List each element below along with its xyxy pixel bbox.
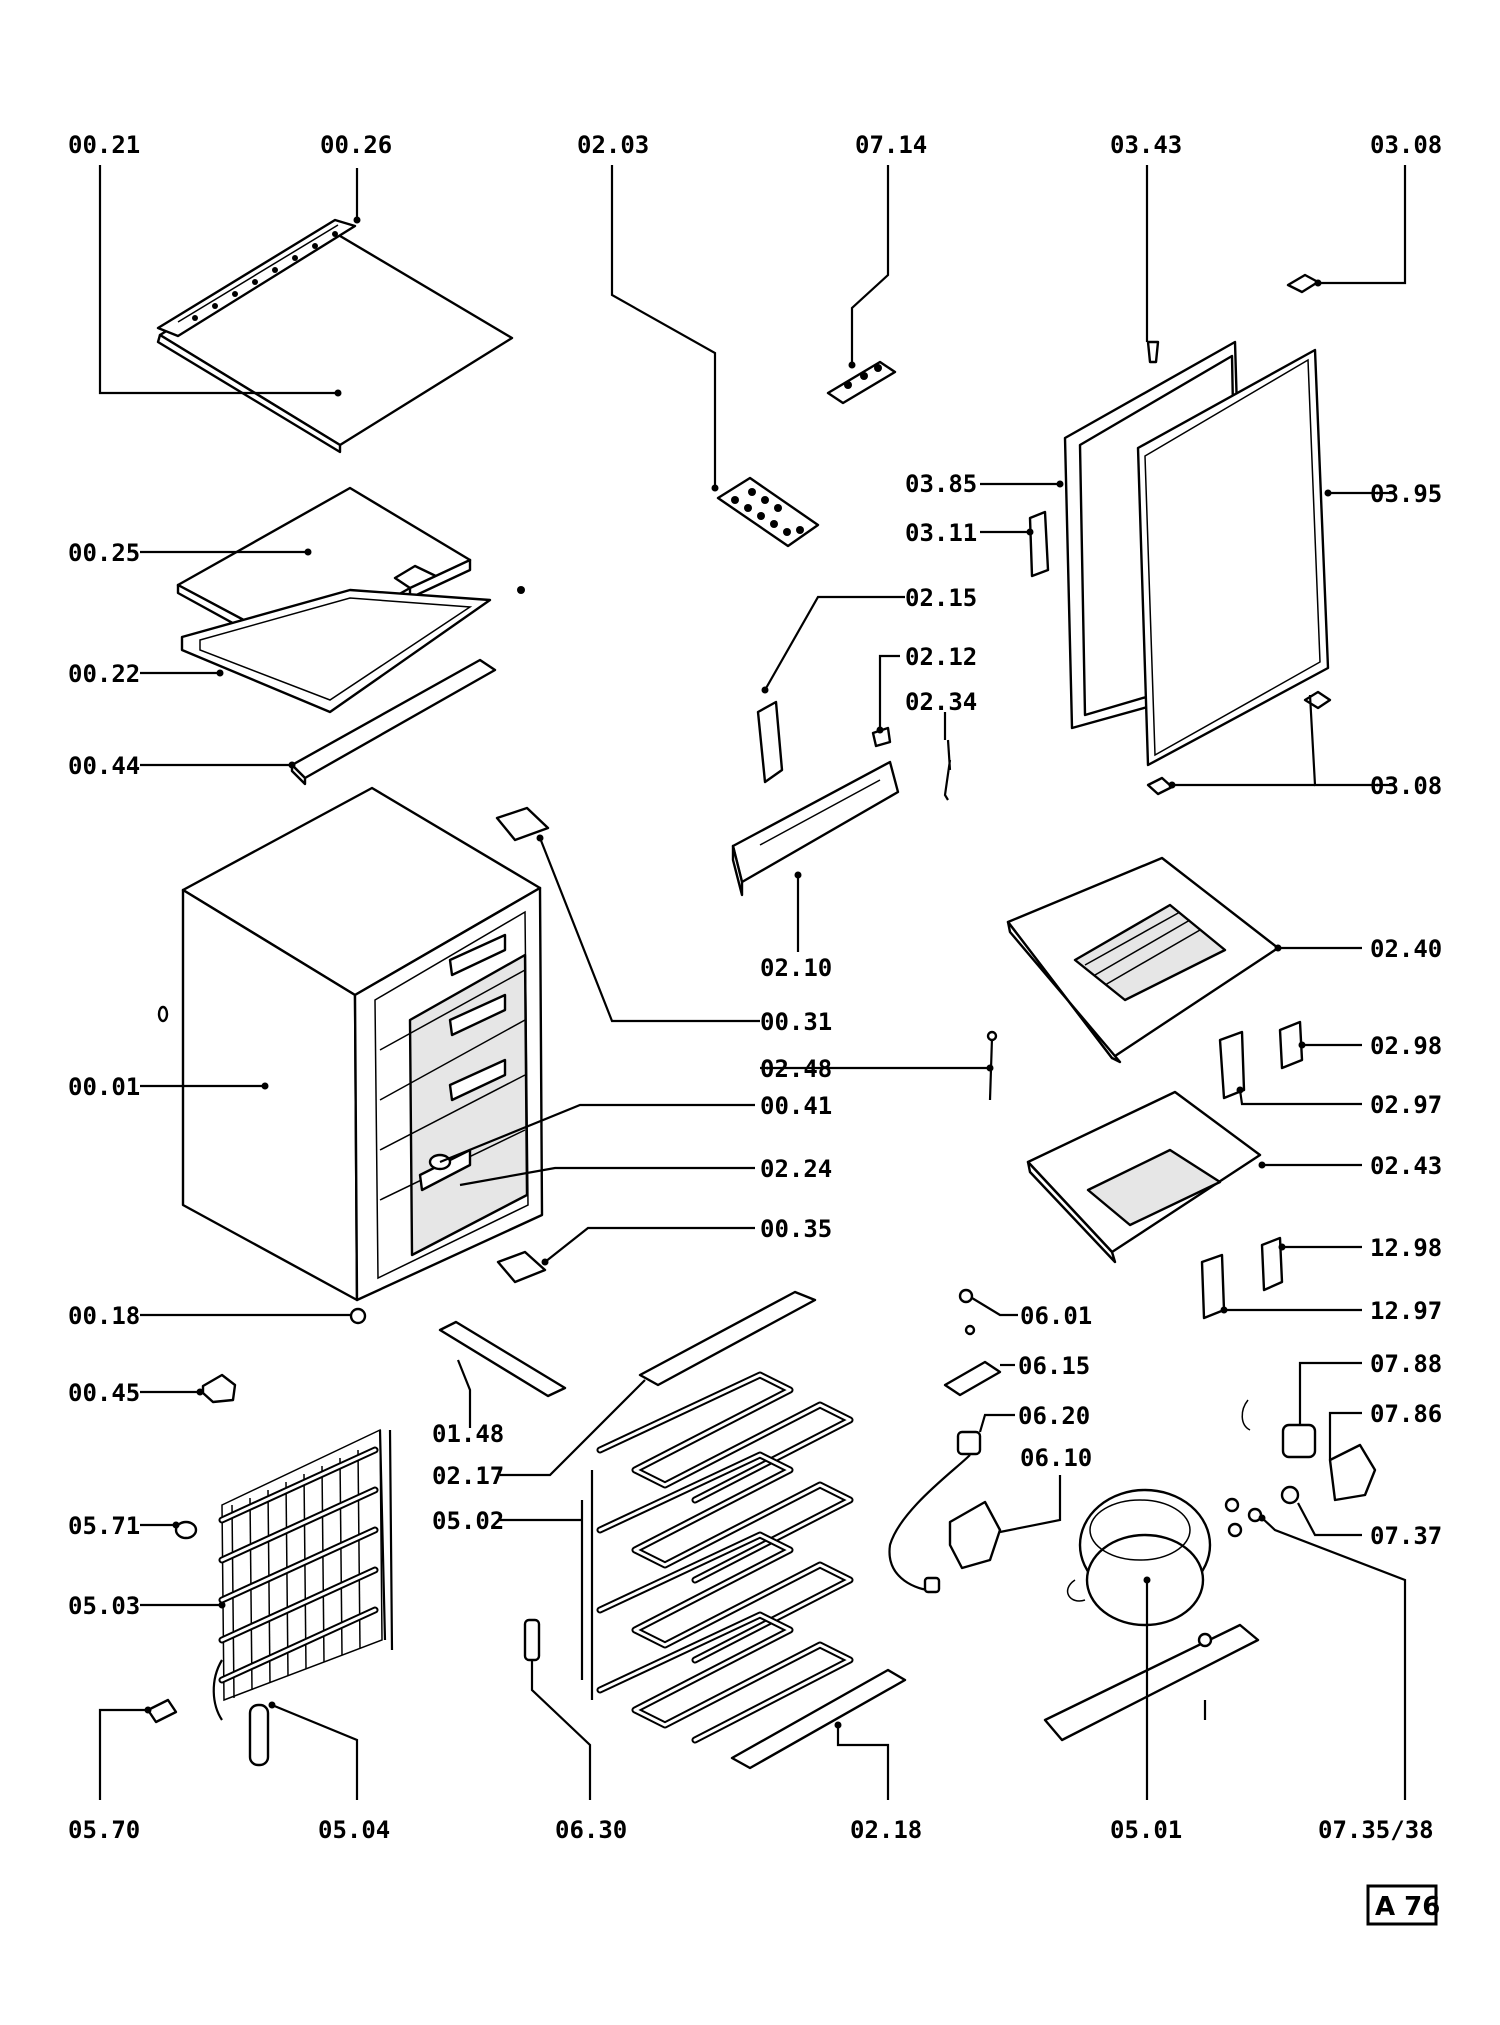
callout-03-43: 03.43 bbox=[1110, 131, 1182, 159]
door-screw bbox=[1146, 340, 1160, 364]
thermostat bbox=[888, 1430, 982, 1594]
condenser-clip bbox=[174, 1520, 198, 1540]
freezer-hinge bbox=[756, 700, 784, 784]
drain-clip bbox=[146, 1698, 178, 1724]
thermostat-bracket bbox=[943, 1360, 1002, 1397]
callout-02-40: 02.40 bbox=[1370, 935, 1442, 963]
callout-00-26: 00.26 bbox=[320, 131, 392, 159]
callout-02-97: 02.97 bbox=[1370, 1091, 1442, 1119]
door-hinge-top bbox=[1286, 273, 1320, 294]
callout-03-95: 03.95 bbox=[1370, 480, 1442, 508]
callout-03-11: 03.11 bbox=[905, 519, 977, 547]
callout-05-03: 05.03 bbox=[68, 1592, 140, 1620]
door-hinge-bottom bbox=[1303, 690, 1332, 710]
callout-02-24: 02.24 bbox=[760, 1155, 832, 1183]
callout-02-10: 02.10 bbox=[760, 954, 832, 982]
callout-06-20: 06.20 bbox=[1018, 1402, 1090, 1430]
compressor bbox=[1043, 1488, 1260, 1742]
drawer-clip-b bbox=[1218, 1030, 1246, 1100]
freezer-frame bbox=[180, 588, 492, 714]
freezer-pin bbox=[943, 739, 952, 801]
callout-03-08-bottom: 03.08 bbox=[1370, 772, 1442, 800]
callout-00-21: 00.21 bbox=[68, 131, 140, 159]
grommet-small bbox=[1280, 1485, 1300, 1505]
freezer-flap bbox=[731, 760, 900, 897]
door-panel bbox=[1136, 348, 1330, 767]
callout-00-31: 00.31 bbox=[760, 1008, 832, 1036]
callout-07-88: 07.88 bbox=[1370, 1350, 1442, 1378]
callout-00-45: 00.45 bbox=[68, 1379, 140, 1407]
callout-05-04: 05.04 bbox=[318, 1816, 390, 1844]
relay bbox=[1241, 1399, 1317, 1459]
condenser-grid bbox=[218, 1428, 394, 1702]
callout-12-98: 12.98 bbox=[1370, 1234, 1442, 1262]
callout-05-70: 05.70 bbox=[68, 1816, 140, 1844]
front-strip bbox=[290, 658, 497, 786]
callout-02-43: 02.43 bbox=[1370, 1152, 1442, 1180]
callout-00-18: 00.18 bbox=[68, 1302, 140, 1330]
mounting-grommets bbox=[1224, 1497, 1263, 1538]
drawer-clip-a bbox=[1278, 1020, 1304, 1070]
drawing-reference-badge: A 76 bbox=[1366, 1884, 1440, 1926]
filter-drier bbox=[212, 1659, 270, 1767]
shelf-rail-upper bbox=[638, 1290, 817, 1387]
callout-01-48: 01.48 bbox=[432, 1420, 504, 1448]
leader-lines bbox=[98, 165, 1407, 1800]
callout-02-15: 02.15 bbox=[905, 584, 977, 612]
door-handle bbox=[1028, 510, 1050, 578]
callout-02-48: 02.48 bbox=[760, 1055, 832, 1083]
callout-00-25: 00.25 bbox=[68, 539, 140, 567]
callout-00-44: 00.44 bbox=[68, 752, 140, 780]
callout-05-02: 05.02 bbox=[432, 1507, 504, 1535]
callout-06-30: 06.30 bbox=[555, 1816, 627, 1844]
adjustable-foot bbox=[201, 1373, 237, 1404]
relay-housing bbox=[948, 1500, 1002, 1570]
callout-05-01: 05.01 bbox=[1110, 1816, 1182, 1844]
crisper-drawer-upper bbox=[1006, 856, 1280, 1064]
leader-endpoints bbox=[144, 216, 1332, 1729]
grommet bbox=[958, 1288, 974, 1304]
shelf-rail-lower bbox=[730, 1668, 907, 1770]
hinge-bracket-bottom bbox=[496, 1250, 547, 1284]
top-cover-plate bbox=[156, 218, 514, 454]
thermostat-knob-plate bbox=[826, 360, 897, 405]
callout-05-71: 05.71 bbox=[68, 1512, 140, 1540]
start-device-cover bbox=[523, 1618, 541, 1662]
drawer-clip-c bbox=[1260, 1236, 1284, 1292]
callout-07-14: 07.14 bbox=[855, 131, 927, 159]
callout-labels: 00.21 00.26 02.03 07.14 03.43 03.08 03.8… bbox=[68, 131, 1442, 1844]
drawer-clip-d bbox=[1200, 1253, 1226, 1320]
callout-02-98: 02.98 bbox=[1370, 1032, 1442, 1060]
evaporator-coil bbox=[580, 1371, 854, 1744]
callout-02-17: 02.17 bbox=[432, 1462, 504, 1490]
callout-07-37: 07.37 bbox=[1370, 1522, 1442, 1550]
callout-03-08-top: 03.08 bbox=[1370, 131, 1442, 159]
door-hinge-bottom-2 bbox=[1146, 776, 1174, 796]
callout-00-35: 00.35 bbox=[760, 1215, 832, 1243]
callout-06-10: 06.10 bbox=[1020, 1444, 1092, 1472]
callout-02-34: 02.34 bbox=[905, 688, 977, 716]
callout-02-03: 02.03 bbox=[577, 131, 649, 159]
callout-03-85: 03.85 bbox=[905, 470, 977, 498]
callout-02-12: 02.12 bbox=[905, 643, 977, 671]
refrigerator-cabinet bbox=[181, 786, 544, 1302]
callout-00-01: 00.01 bbox=[68, 1073, 140, 1101]
hinge-bracket-top bbox=[495, 806, 550, 842]
crisper-drawer-lower bbox=[1026, 1090, 1262, 1264]
ice-cube-tray bbox=[716, 476, 820, 548]
callout-00-22: 00.22 bbox=[68, 660, 140, 688]
callout-12-97: 12.97 bbox=[1370, 1297, 1442, 1325]
relay-cover bbox=[1328, 1443, 1377, 1502]
callout-06-15: 06.15 bbox=[1018, 1352, 1090, 1380]
drawing-reference-text: A 76 bbox=[1375, 1892, 1440, 1922]
callout-07-86: 07.86 bbox=[1370, 1400, 1442, 1428]
support-rail bbox=[438, 1320, 567, 1398]
callout-07-35-38: 07.35/38 bbox=[1318, 1816, 1434, 1844]
callout-06-01: 06.01 bbox=[1020, 1302, 1092, 1330]
callout-00-41: 00.41 bbox=[760, 1092, 832, 1120]
callout-02-18: 02.18 bbox=[850, 1816, 922, 1844]
